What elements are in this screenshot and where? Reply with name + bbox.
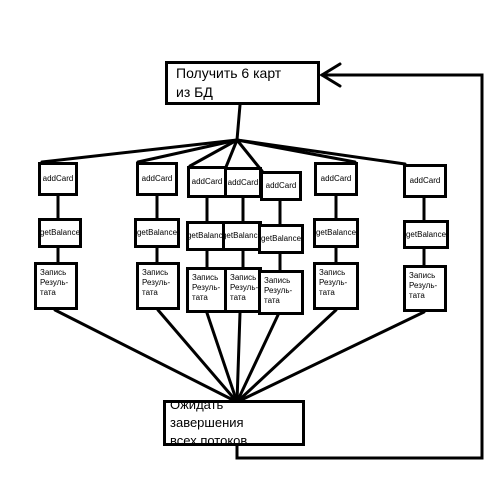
connector-hub-to-thread-3 bbox=[188, 138, 239, 168]
record-box-7: Запись Резуль- тата bbox=[403, 265, 447, 312]
addcard-box-5: addCard bbox=[260, 171, 302, 201]
record-4-line-1: Запись bbox=[230, 273, 257, 282]
connector-hub-to-thread-1 bbox=[40, 138, 239, 164]
loop-back-arrowhead bbox=[319, 62, 342, 88]
connector-hub-to-thread-4 bbox=[224, 138, 239, 169]
wait-threads-node: Ожидать завершения всех потоков bbox=[163, 397, 305, 448]
record-box-6: Запись Резуль- тата bbox=[313, 262, 359, 310]
record-1-line-3: тата bbox=[40, 288, 56, 297]
getbalance-box-4: getBalance bbox=[222, 221, 262, 251]
record-4-line-2: Резуль- bbox=[230, 283, 259, 292]
getbalance-box-1: getBalance bbox=[38, 218, 82, 248]
getbalance-box-2: getBalance bbox=[134, 218, 180, 248]
addcard-box-3: addCard bbox=[187, 166, 227, 198]
addcard-box-4: addCard bbox=[224, 167, 262, 198]
record-5-line-3: тата bbox=[264, 296, 280, 305]
addcard-box-2: addCard bbox=[136, 162, 178, 196]
record-2-line-3: тата bbox=[142, 288, 158, 297]
fetch-cards-node: Получить 6 карт из БД bbox=[165, 61, 320, 105]
record-box-4: Запись Резуль- тата bbox=[224, 267, 262, 313]
addcard-box-1: addCard bbox=[38, 162, 78, 196]
record-box-3: Запись Резуль- тата bbox=[186, 267, 228, 313]
fetch-cards-line-2: из БД bbox=[176, 84, 213, 100]
record-2-line-2: Резуль- bbox=[142, 278, 171, 287]
loop-back-line bbox=[235, 73, 484, 460]
record-3-line-2: Резуль- bbox=[192, 283, 221, 292]
record-box-5: Запись Резуль- тата bbox=[258, 270, 304, 315]
getbalance-box-3: getBalance bbox=[186, 221, 228, 251]
connector-fetch-to-hub bbox=[235, 103, 242, 142]
record-7-line-2: Резуль- bbox=[409, 281, 438, 290]
getbalance-box-7: getBalance bbox=[403, 220, 449, 249]
record-box-1: Запись Резуль- тата bbox=[34, 262, 78, 310]
wait-threads-line-2: всех потоков bbox=[170, 433, 248, 448]
record-box-2: Запись Резуль- тата bbox=[136, 262, 180, 310]
connector-hub-to-thread-2 bbox=[136, 138, 239, 164]
addcard-box-7: addCard bbox=[403, 164, 447, 198]
wait-threads-line-1: Ожидать завершения bbox=[170, 397, 244, 430]
record-3-line-1: Запись bbox=[192, 273, 219, 282]
record-7-line-3: тата bbox=[409, 291, 425, 300]
record-7-line-1: Запись bbox=[409, 271, 436, 280]
record-6-line-1: Запись bbox=[319, 268, 346, 277]
addcard-box-6: addCard bbox=[314, 162, 358, 196]
record-6-line-2: Резуль- bbox=[319, 278, 348, 287]
record-3-line-3: тата bbox=[192, 293, 208, 302]
record-1-line-1: Запись bbox=[40, 268, 67, 277]
record-1-line-2: Резуль- bbox=[40, 278, 69, 287]
connector-hub-to-thread-7 bbox=[235, 138, 407, 166]
record-5-line-2: Резуль- bbox=[264, 286, 293, 295]
record-6-line-3: тата bbox=[319, 288, 335, 297]
getbalance-box-6: getBalance bbox=[313, 218, 359, 248]
connector-hub-to-thread-5 bbox=[235, 138, 264, 173]
getbalance-box-5: getBalance bbox=[258, 224, 304, 254]
record-5-line-1: Запись bbox=[264, 276, 291, 285]
record-4-line-3: тата bbox=[230, 293, 246, 302]
fetch-cards-line-1: Получить 6 карт bbox=[176, 65, 282, 81]
record-2-line-1: Запись bbox=[142, 268, 169, 277]
